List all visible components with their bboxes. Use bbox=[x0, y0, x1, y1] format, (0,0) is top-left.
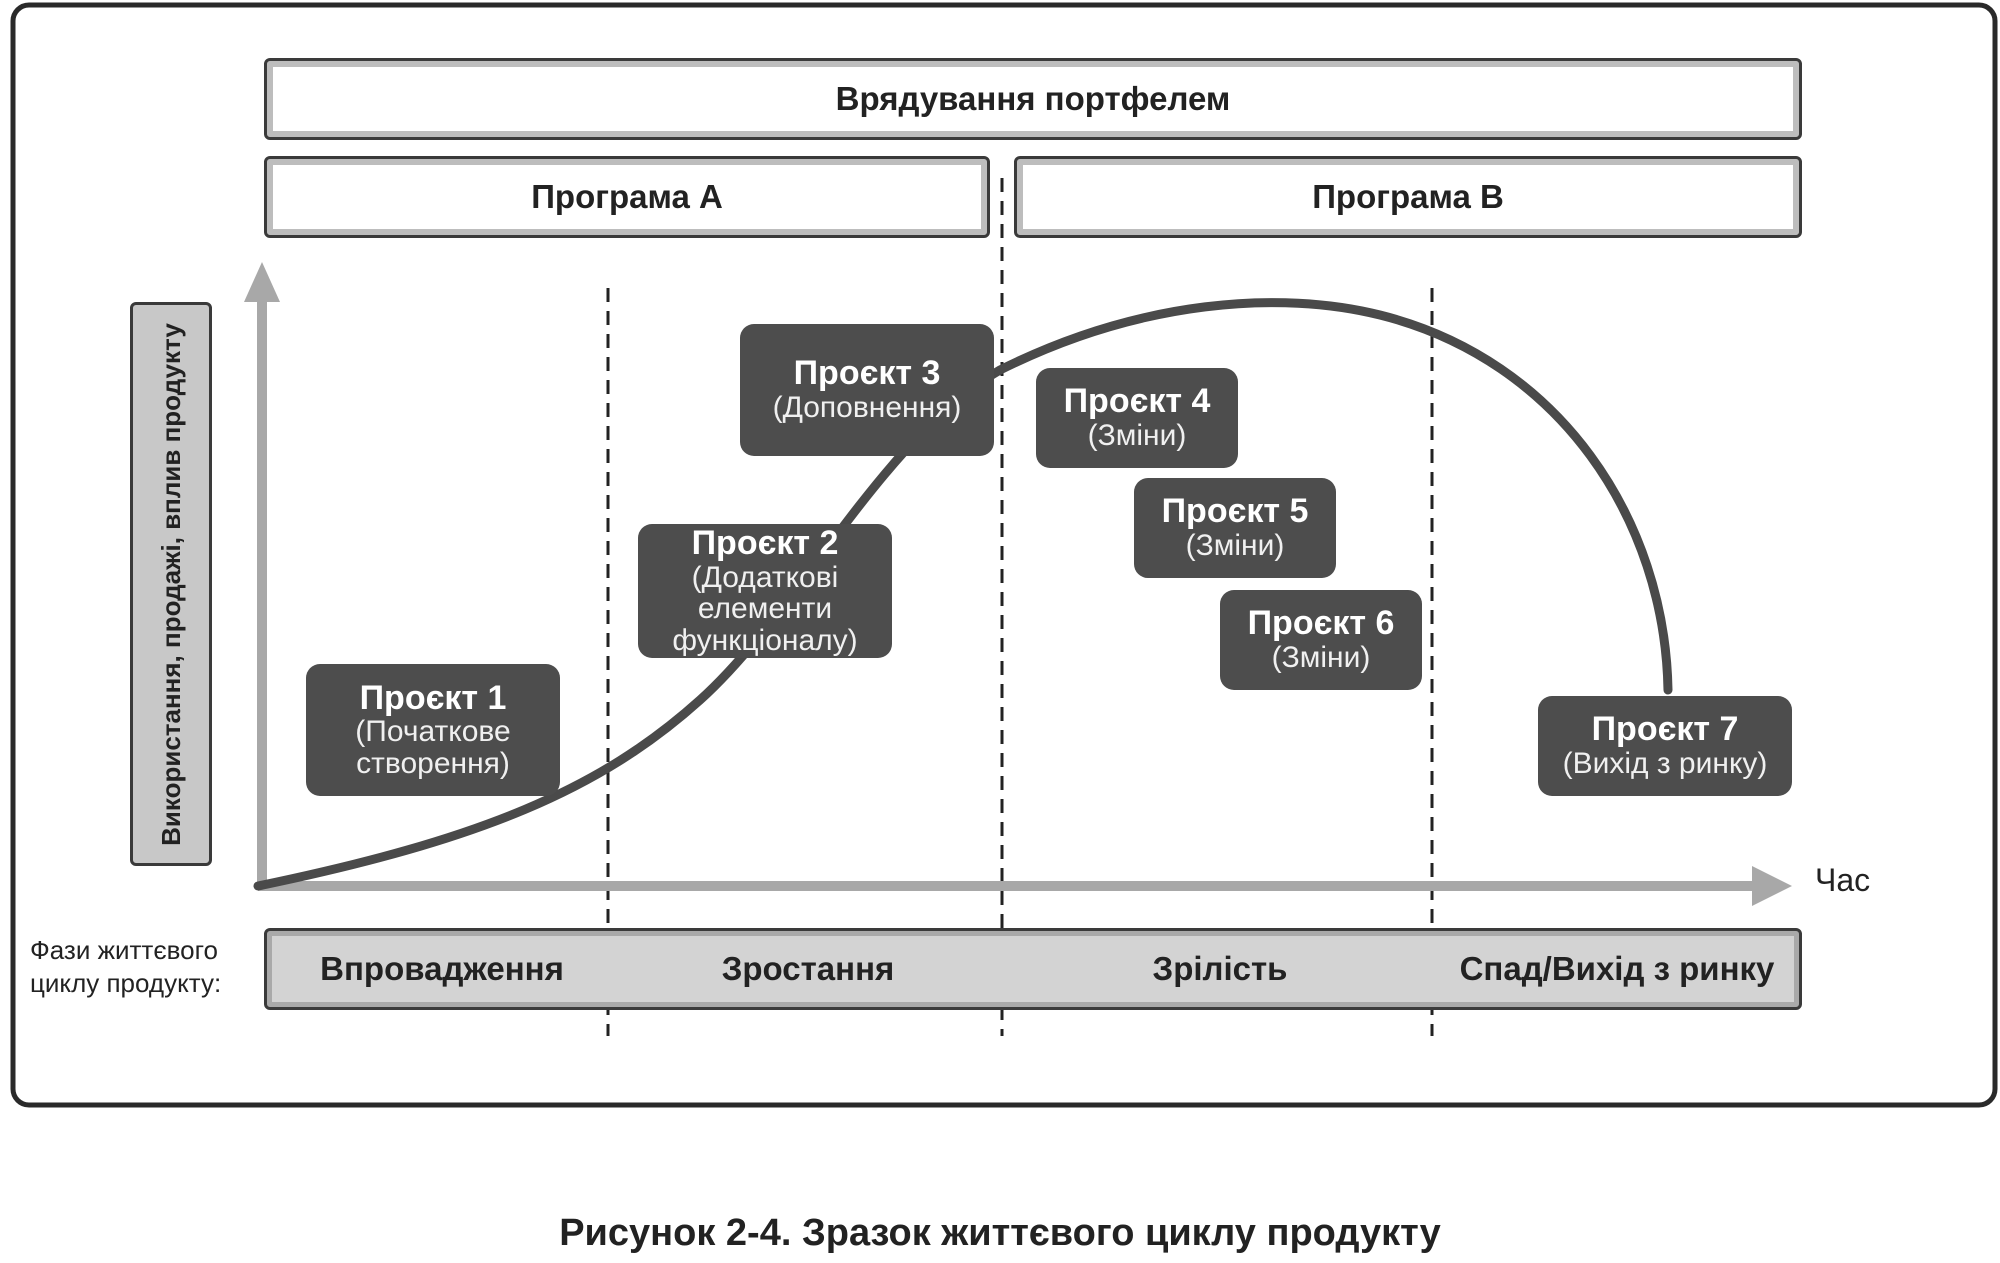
project-7-title: Проєкт 7 bbox=[1591, 710, 1739, 749]
project-2-subtitle-line-1: (Додаткові bbox=[691, 560, 839, 594]
project-2-subtitle-line-2: елементи bbox=[697, 592, 833, 626]
project-7-subtitle-line-1: (Вихід з ринку) bbox=[1562, 747, 1768, 781]
project-2-box: Проєкт 2 (Додаткові елементи функціоналу… bbox=[638, 524, 892, 658]
project-1-subtitle-line-2: створення) bbox=[356, 746, 510, 780]
project-6-title: Проєкт 6 bbox=[1247, 604, 1395, 643]
figure-caption: Рисунок 2-4. Зразок життєвого циклу прод… bbox=[559, 1212, 1441, 1254]
life-cycle-phases-bar: Впровадження Зростання Зрілість Спад/Вих… bbox=[264, 928, 1802, 1010]
project-3-box: Проєкт 3 (Доповнення) bbox=[740, 324, 994, 456]
project-6-subtitle-line-1: (Зміни) bbox=[1271, 641, 1371, 675]
project-4-box: Проєкт 4 (Зміни) bbox=[1036, 368, 1238, 468]
y-axis-label: Використання, продажі, вплив продукту bbox=[155, 322, 186, 846]
portfolio-governance-label: Врядування портфелем bbox=[835, 80, 1231, 117]
project-1-title: Проєкт 1 bbox=[359, 678, 507, 717]
phase-decline-exit: Спад/Вихід з ринку bbox=[1459, 950, 1775, 987]
project-5-subtitle-line-1: (Зміни) bbox=[1185, 529, 1285, 563]
outer-frame bbox=[10, 2, 1998, 1108]
phase-maturity: Зрілість bbox=[1152, 950, 1288, 987]
project-3-title: Проєкт 3 bbox=[793, 354, 941, 393]
program-a-bar: Програма А bbox=[264, 156, 990, 238]
life-cycle-curve bbox=[253, 298, 1673, 891]
project-3-subtitle-line-1: (Доповнення) bbox=[772, 391, 962, 425]
project-4-subtitle-line-1: (Зміни) bbox=[1087, 419, 1187, 453]
x-axis-label: Час bbox=[1815, 862, 1871, 898]
phases-label: Фази життєвого циклу продукту: bbox=[30, 934, 245, 999]
phases-label-line-2: циклу продукту: bbox=[30, 967, 222, 998]
project-1-subtitle-line-1: (Початкове bbox=[355, 715, 511, 749]
project-2-title: Проєкт 2 bbox=[691, 523, 839, 562]
program-b-bar: Програма В bbox=[1014, 156, 1802, 238]
x-axis-arrowhead bbox=[1752, 866, 1792, 906]
y-axis-label-box: Використання, продажі, вплив продукту bbox=[130, 302, 212, 866]
project-4-title: Проєкт 4 bbox=[1063, 382, 1211, 421]
project-7-box: Проєкт 7 (Вихід з ринку) bbox=[1538, 696, 1792, 796]
program-a-label: Програма А bbox=[531, 178, 723, 215]
phase-growth: Зростання bbox=[721, 950, 895, 987]
project-1-box: Проєкт 1 (Початкове створення) bbox=[306, 664, 560, 796]
project-2-subtitle-line-3: функціоналу) bbox=[672, 623, 858, 657]
project-5-box: Проєкт 5 (Зміни) bbox=[1134, 478, 1336, 578]
y-axis-arrowhead bbox=[244, 262, 280, 302]
phase-introduction: Впровадження bbox=[320, 950, 564, 987]
portfolio-governance-bar: Врядування портфелем bbox=[264, 58, 1802, 140]
program-b-label: Програма В bbox=[1312, 178, 1504, 215]
phases-label-line-1: Фази життєвого bbox=[30, 935, 218, 965]
project-5-title: Проєкт 5 bbox=[1161, 492, 1309, 531]
project-6-box: Проєкт 6 (Зміни) bbox=[1220, 590, 1422, 690]
